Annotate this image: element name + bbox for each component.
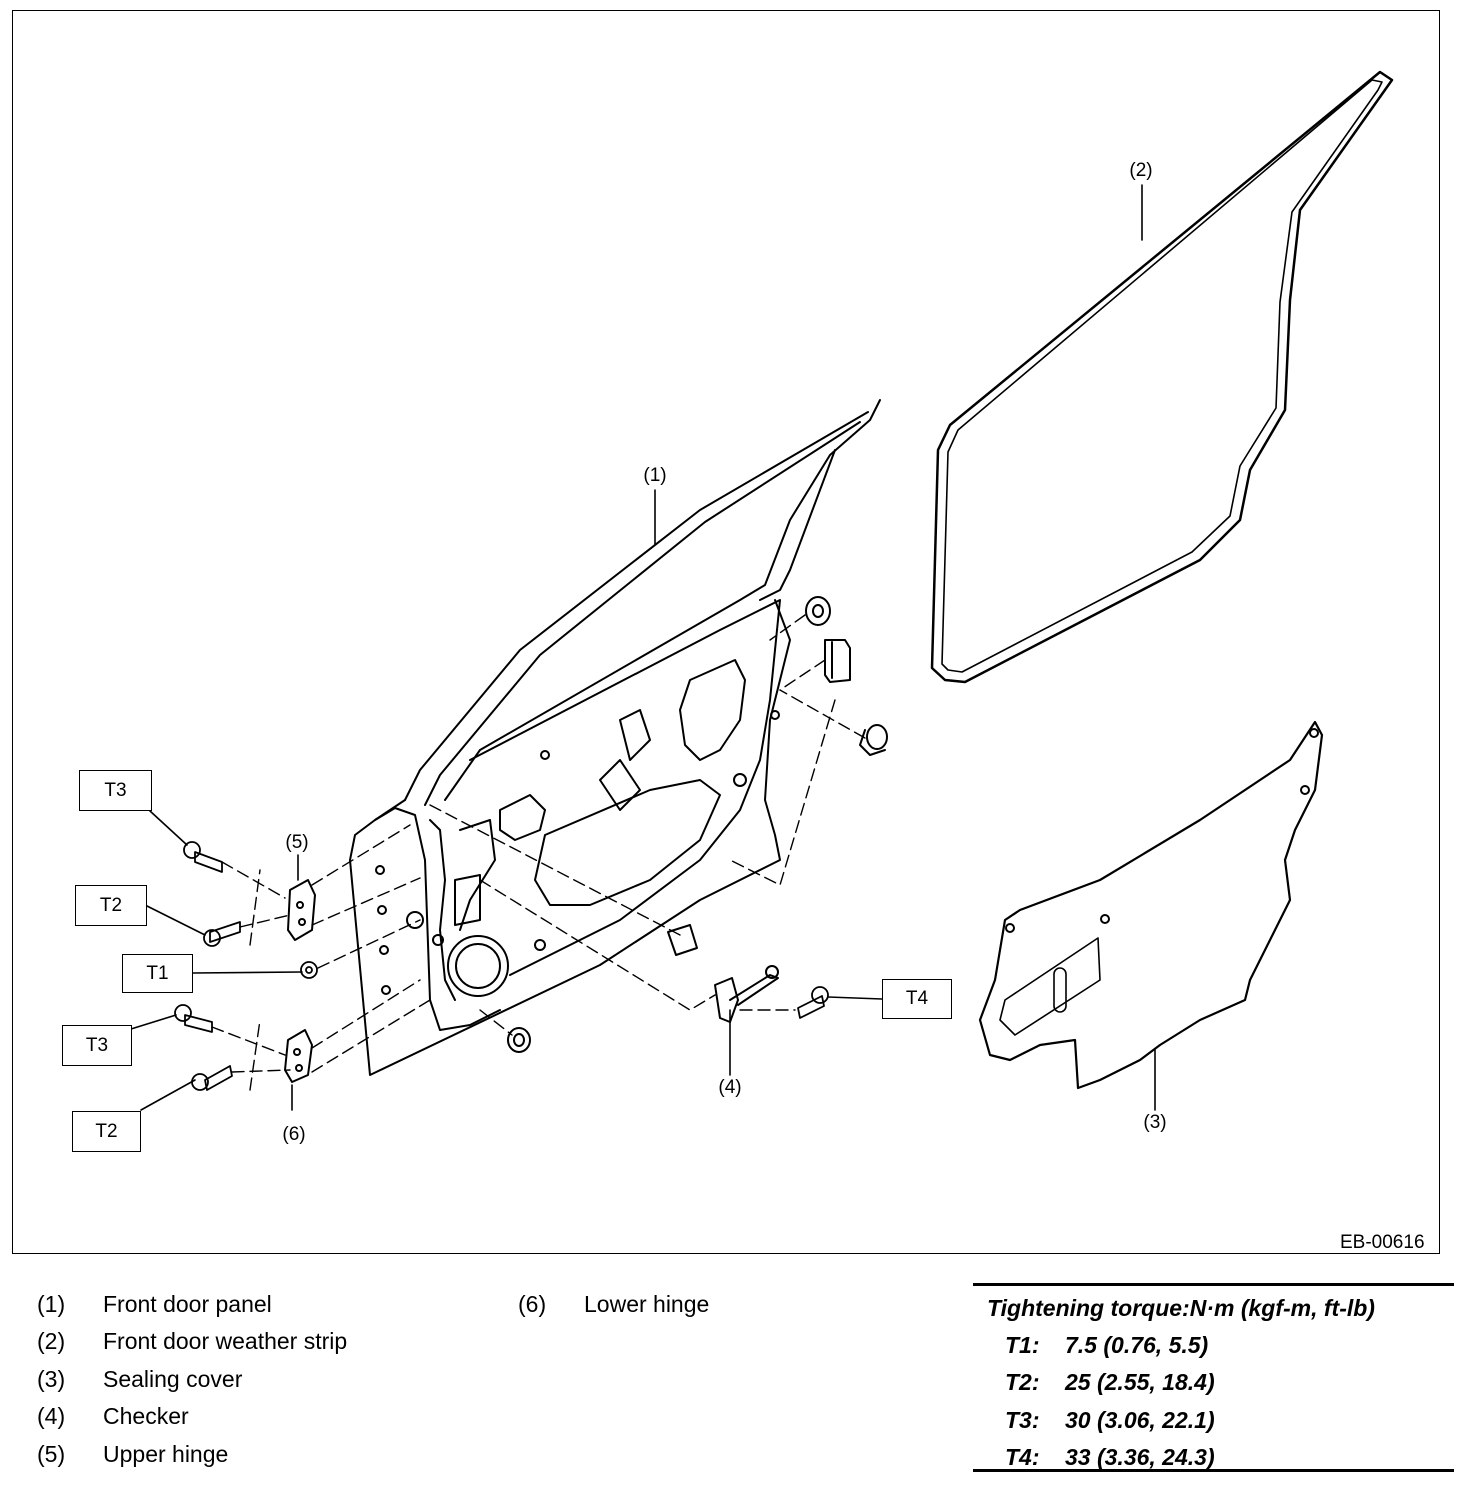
legend-number: (6): [518, 1291, 547, 1317]
callout-4: (4): [718, 1077, 742, 1098]
torque-tag-t2-upper: T2: [75, 885, 147, 926]
torque-tag-t2-lower: T2: [72, 1111, 141, 1152]
torque-heading: Tightening torque:N·m (kgf-m, ft-lb): [987, 1295, 1375, 1321]
small-parts: [174, 596, 888, 1091]
torque-table: Tightening torque:N·m (kgf-m, ft-lb) T1:…: [973, 1283, 1454, 1472]
torque-value: 30 (3.06, 22.1): [1065, 1407, 1215, 1433]
legend-label: Front door weather strip: [103, 1328, 348, 1354]
torque-tag-t1: T1: [122, 954, 193, 993]
torque-tag-t3-lower: T3: [62, 1025, 132, 1066]
figure-frame: [12, 10, 1440, 1254]
torque-tag-t3-upper: T3: [79, 770, 152, 811]
callout-5: (5): [285, 832, 309, 853]
figure-id: EB-00616: [1340, 1232, 1425, 1253]
assembly-lines: [211, 614, 866, 1091]
sealing-cover-part: [978, 720, 1324, 1090]
torque-value: 25 (2.55, 18.4): [1065, 1369, 1215, 1395]
callout-3: (3): [1143, 1112, 1167, 1133]
legend-label: Upper hinge: [103, 1441, 229, 1467]
torque-key: T3:: [1005, 1407, 1040, 1433]
legend-number: (3): [37, 1366, 66, 1392]
legend-number: (5): [37, 1441, 66, 1467]
torque-key: T1:: [1005, 1332, 1040, 1358]
callout-2: (2): [1129, 160, 1153, 181]
door-panel-part: [349, 399, 881, 1076]
torque-key: T4:: [1005, 1444, 1040, 1470]
legend-label: Lower hinge: [584, 1291, 710, 1317]
legend-number: (2): [37, 1328, 66, 1354]
legend-label: Front door panel: [103, 1291, 272, 1317]
torque-tag-t4: T4: [882, 979, 952, 1019]
weather-strip-part: [930, 70, 1394, 684]
legend-label: Sealing cover: [103, 1366, 243, 1392]
legend-number: (1): [37, 1291, 66, 1317]
legend-number: (4): [37, 1403, 66, 1429]
torque-key: T2:: [1005, 1369, 1040, 1395]
callout-6: (6): [282, 1124, 306, 1145]
torque-value: 7.5 (0.76, 5.5): [1065, 1332, 1209, 1358]
torque-value: 33 (3.36, 24.3): [1065, 1444, 1215, 1470]
legend-label: Checker: [103, 1403, 189, 1429]
callout-1: (1): [643, 465, 667, 486]
leader-lines: [130, 184, 1156, 1111]
